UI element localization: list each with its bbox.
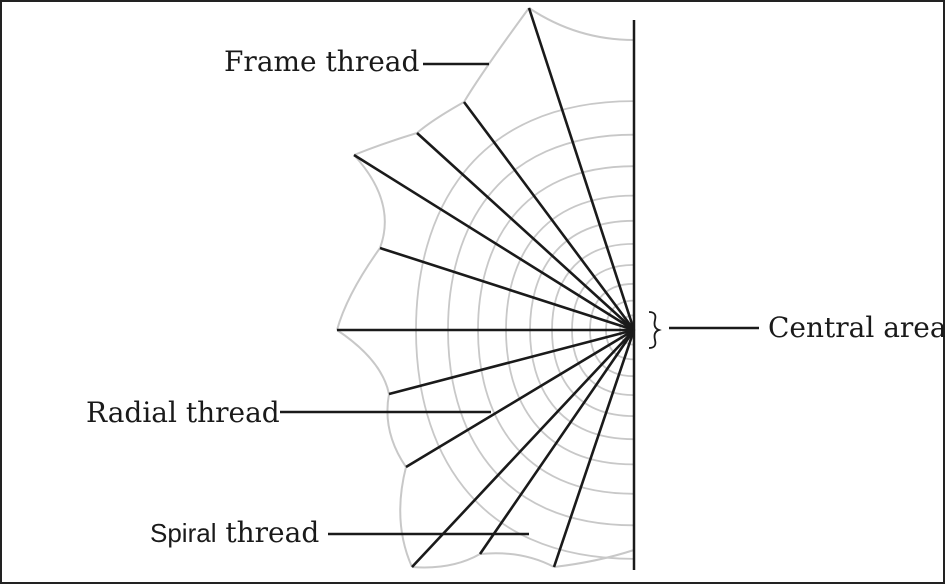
spiral-thread-label: Spiral thread bbox=[150, 519, 319, 547]
radial-line bbox=[405, 328, 635, 469]
radial-threads bbox=[337, 7, 636, 568]
frame-thread-label: Frame thread bbox=[224, 45, 420, 78]
radial-line bbox=[388, 328, 635, 396]
radial-line bbox=[478, 329, 636, 555]
radial-line bbox=[462, 101, 636, 331]
radial-thread-label: Radial thread bbox=[86, 396, 280, 429]
radial-line bbox=[416, 132, 635, 331]
spiral-thread-label-prefix: Spiral bbox=[150, 518, 217, 548]
central-area-label: Central area bbox=[768, 311, 945, 344]
frame-boundary bbox=[336, 7, 635, 569]
spiral-thread-label-suffix: thread bbox=[216, 516, 320, 549]
radial-line bbox=[353, 153, 635, 332]
radial-line bbox=[552, 329, 636, 568]
radial-line bbox=[411, 329, 635, 568]
central-area-brace bbox=[648, 311, 662, 349]
radial-line bbox=[379, 246, 635, 332]
radial-line bbox=[527, 7, 636, 331]
frame-threads bbox=[336, 7, 635, 569]
